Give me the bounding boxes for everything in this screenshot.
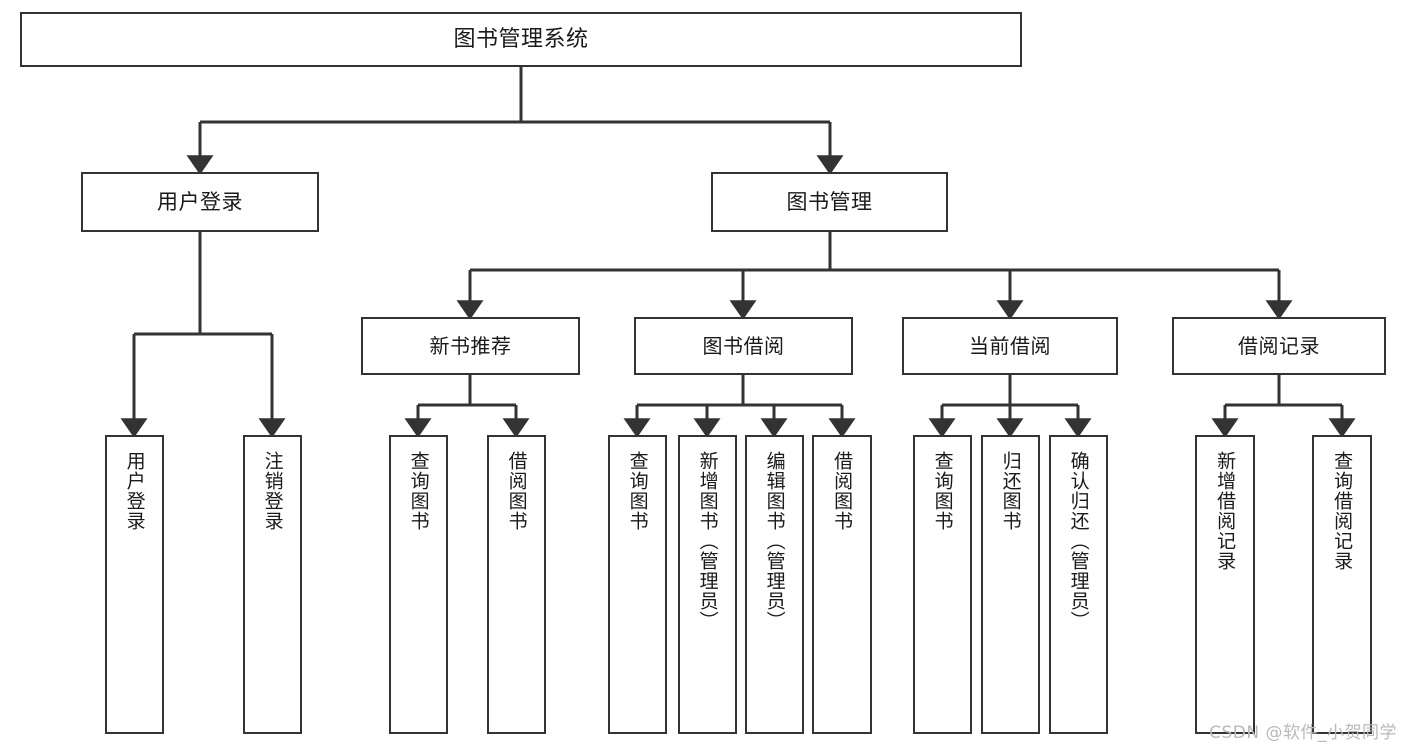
node-leaf-query-book-borrow-label: 查询图书 <box>626 451 649 531</box>
node-leaf-logout[interactable]: 注销登录 <box>243 435 302 734</box>
node-leaf-add-borrow-record[interactable]: 新增借阅记录 <box>1195 435 1255 734</box>
node-level2-user-login-label: 用户登录 <box>157 189 243 214</box>
node-level2-user-login[interactable]: 用户登录 <box>81 172 319 232</box>
connector-book-mgmt-to-level3 <box>456 232 1293 320</box>
node-leaf-query-borrow-record-label: 查询借阅记录 <box>1331 451 1354 571</box>
node-leaf-query-book-current-label: 查询图书 <box>931 451 954 531</box>
node-leaf-edit-book-admin-label: 编辑图书（管理员） <box>763 451 786 631</box>
node-leaf-query-book-recommend[interactable]: 查询图书 <box>389 435 448 734</box>
watermark-text: CSDN @软件_小贺同学 <box>1209 723 1397 743</box>
node-leaf-query-borrow-record[interactable]: 查询借阅记录 <box>1312 435 1372 734</box>
node-level3-borrow-record[interactable]: 借阅记录 <box>1172 317 1386 375</box>
node-leaf-confirm-return-admin[interactable]: 确认归还（管理员） <box>1049 435 1108 734</box>
node-leaf-add-book-admin[interactable]: 新增图书（管理员） <box>678 435 737 734</box>
connector-user-login-to-leaves <box>120 232 286 438</box>
node-level3-borrow-record-label: 借阅记录 <box>1238 333 1320 358</box>
node-level3-current-borrow-label: 当前借阅 <box>969 333 1051 358</box>
node-level3-book-borrow[interactable]: 图书借阅 <box>634 317 853 375</box>
node-leaf-query-book-current[interactable]: 查询图书 <box>913 435 972 734</box>
node-level2-book-management-label: 图书管理 <box>786 189 873 214</box>
node-leaf-logout-label: 注销登录 <box>261 451 284 531</box>
node-root-label: 图书管理系统 <box>453 26 589 52</box>
node-level3-new-book-recommend[interactable]: 新书推荐 <box>361 317 580 375</box>
node-leaf-edit-book-admin[interactable]: 编辑图书（管理员） <box>745 435 804 734</box>
node-level3-book-borrow-label: 图书借阅 <box>702 333 785 358</box>
node-leaf-borrow-book[interactable]: 借阅图书 <box>812 435 872 734</box>
node-leaf-user-login-label: 用户登录 <box>123 451 146 531</box>
connector-new-book-to-leaves <box>404 375 530 438</box>
node-leaf-add-borrow-record-label: 新增借阅记录 <box>1214 451 1237 571</box>
node-level3-new-book-recommend-label: 新书推荐 <box>429 333 512 358</box>
node-leaf-return-book[interactable]: 归还图书 <box>981 435 1040 734</box>
node-leaf-borrow-book-recommend[interactable]: 借阅图书 <box>487 435 546 734</box>
node-level2-book-management[interactable]: 图书管理 <box>711 172 948 232</box>
node-leaf-user-login[interactable]: 用户登录 <box>105 435 164 734</box>
connector-book-borrow-to-leaves <box>623 375 856 438</box>
node-leaf-return-book-label: 归还图书 <box>999 451 1022 531</box>
node-leaf-borrow-book-recommend-label: 借阅图书 <box>505 451 528 531</box>
connector-root-to-level2 <box>186 67 844 175</box>
node-leaf-query-book-borrow[interactable]: 查询图书 <box>608 435 667 734</box>
connector-current-borrow-to-leaves <box>928 375 1092 438</box>
node-leaf-confirm-return-admin-label: 确认归还（管理员） <box>1067 451 1090 631</box>
node-leaf-query-book-recommend-label: 查询图书 <box>407 451 430 531</box>
node-root[interactable]: 图书管理系统 <box>20 12 1022 67</box>
node-level3-current-borrow[interactable]: 当前借阅 <box>902 317 1118 375</box>
node-leaf-borrow-book-label: 借阅图书 <box>831 451 854 531</box>
connector-borrow-record-to-leaves <box>1211 375 1356 438</box>
node-leaf-add-book-admin-label: 新增图书（管理员） <box>696 451 719 631</box>
